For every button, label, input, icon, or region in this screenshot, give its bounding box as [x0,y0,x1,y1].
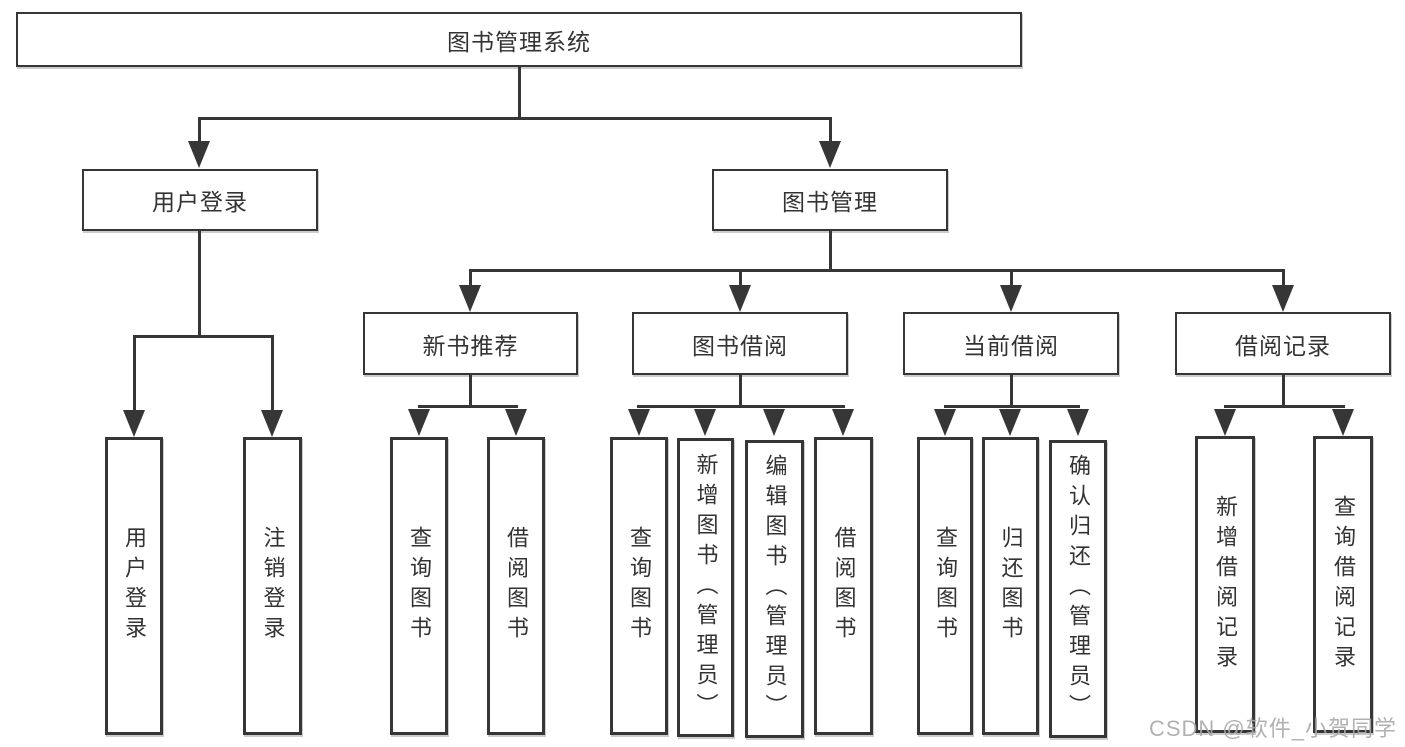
node-login-user-login: 用户登录 [105,437,163,735]
node-root: 图书管理系统 [16,12,1022,67]
node-recommend-borrow-books-label: 借阅图书 [504,526,529,646]
connector-line [1282,269,1285,285]
node-login-logout-label: 注销登录 [260,526,286,646]
node-borrowing-borrow-books-label: 借阅图书 [831,526,857,646]
connector-line [1282,375,1285,407]
arrow-down-icon [408,409,430,436]
node-root-label: 图书管理系统 [447,28,591,55]
node-borrowing-query-books: 查询图书 [610,437,668,735]
connector-line [739,269,742,285]
node-book-borrowing: 图书借阅 [632,312,848,375]
node-current-query-books-label: 查询图书 [933,526,958,646]
arrow-down-icon [505,409,527,436]
node-borrowing-borrow-books: 借阅图书 [814,437,873,735]
node-current-borrowing: 当前借阅 [903,312,1119,375]
node-borrowing-query-books-label: 查询图书 [627,526,652,646]
node-borrowing-add-books-label: 新增图书（管理员） [693,452,719,723]
node-new-book-recommend-label: 新书推荐 [422,332,519,359]
arrow-down-icon [1000,285,1022,312]
connector-line [829,231,832,271]
node-records-query-record-label: 查询借阅记录 [1331,494,1356,675]
node-current-return-books: 归还图书 [982,437,1039,735]
node-current-query-books: 查询图书 [917,437,973,735]
connector-line [739,375,742,407]
connector-line [198,117,832,120]
arrow-down-icon [459,285,481,312]
node-recommend-query-books-label: 查询图书 [407,526,432,646]
node-borrowing-edit-books: 编辑图书（管理员） [745,440,804,738]
node-borrowing-edit-books-label: 编辑图书（管理员） [762,454,788,724]
arrow-down-icon [1067,409,1089,436]
connector-line [469,375,472,407]
node-borrowing-records-label: 借阅记录 [1235,332,1331,359]
node-book-management: 图书管理 [712,169,948,231]
connector-line [469,269,472,285]
node-records-add-record: 新增借阅记录 [1195,436,1255,733]
node-records-query-record: 查询借阅记录 [1313,436,1373,733]
connector-line [271,335,274,410]
arrow-down-icon [832,409,854,436]
arrow-down-icon [694,409,716,436]
node-borrowing-records: 借阅记录 [1175,312,1391,375]
arrow-down-icon [628,409,650,436]
node-current-confirm-return-label: 确认归还（管理员） [1066,454,1091,724]
arrow-down-icon [188,141,210,168]
node-login-logout: 注销登录 [243,437,302,735]
connector-line [829,117,832,143]
node-user-login: 用户登录 [82,169,318,231]
node-recommend-borrow-books: 借阅图书 [487,437,545,735]
arrow-down-icon [819,141,841,168]
connector-line [133,335,136,410]
node-user-login-label: 用户登录 [152,189,248,215]
arrow-down-icon [1214,409,1236,436]
arrow-down-icon [261,410,283,437]
arrow-down-icon [1272,285,1294,312]
node-book-borrowing-label: 图书借阅 [692,332,788,359]
arrow-down-icon [763,409,785,436]
arrow-down-icon [934,409,956,436]
connector-line [198,117,201,143]
connector-line [198,231,201,337]
connector-line [1010,269,1013,285]
node-new-book-recommend: 新书推荐 [363,312,578,375]
node-current-borrowing-label: 当前借阅 [963,332,1059,359]
connector-line [133,335,274,338]
node-login-user-login-label: 用户登录 [122,526,147,646]
connector-line [944,405,1080,408]
connector-line [1010,375,1013,407]
connector-line [469,269,1285,272]
node-borrowing-add-books: 新增图书（管理员） [677,438,734,737]
node-recommend-query-books: 查询图书 [390,437,448,735]
watermark: CSDN @软件_小贺同学 [1148,716,1397,741]
connector-line [418,405,518,408]
node-book-management-label: 图书管理 [782,189,878,215]
arrow-down-icon [1332,409,1354,436]
connector-line [637,405,845,408]
arrow-down-icon [999,409,1021,436]
connector-line [1224,405,1345,408]
arrow-down-icon [729,285,751,312]
connector-line [518,67,521,119]
node-current-confirm-return: 确认归还（管理员） [1049,440,1107,738]
node-current-return-books-label: 归还图书 [998,526,1024,646]
arrow-down-icon [123,410,145,437]
node-records-add-record-label: 新增借阅记录 [1213,494,1238,675]
